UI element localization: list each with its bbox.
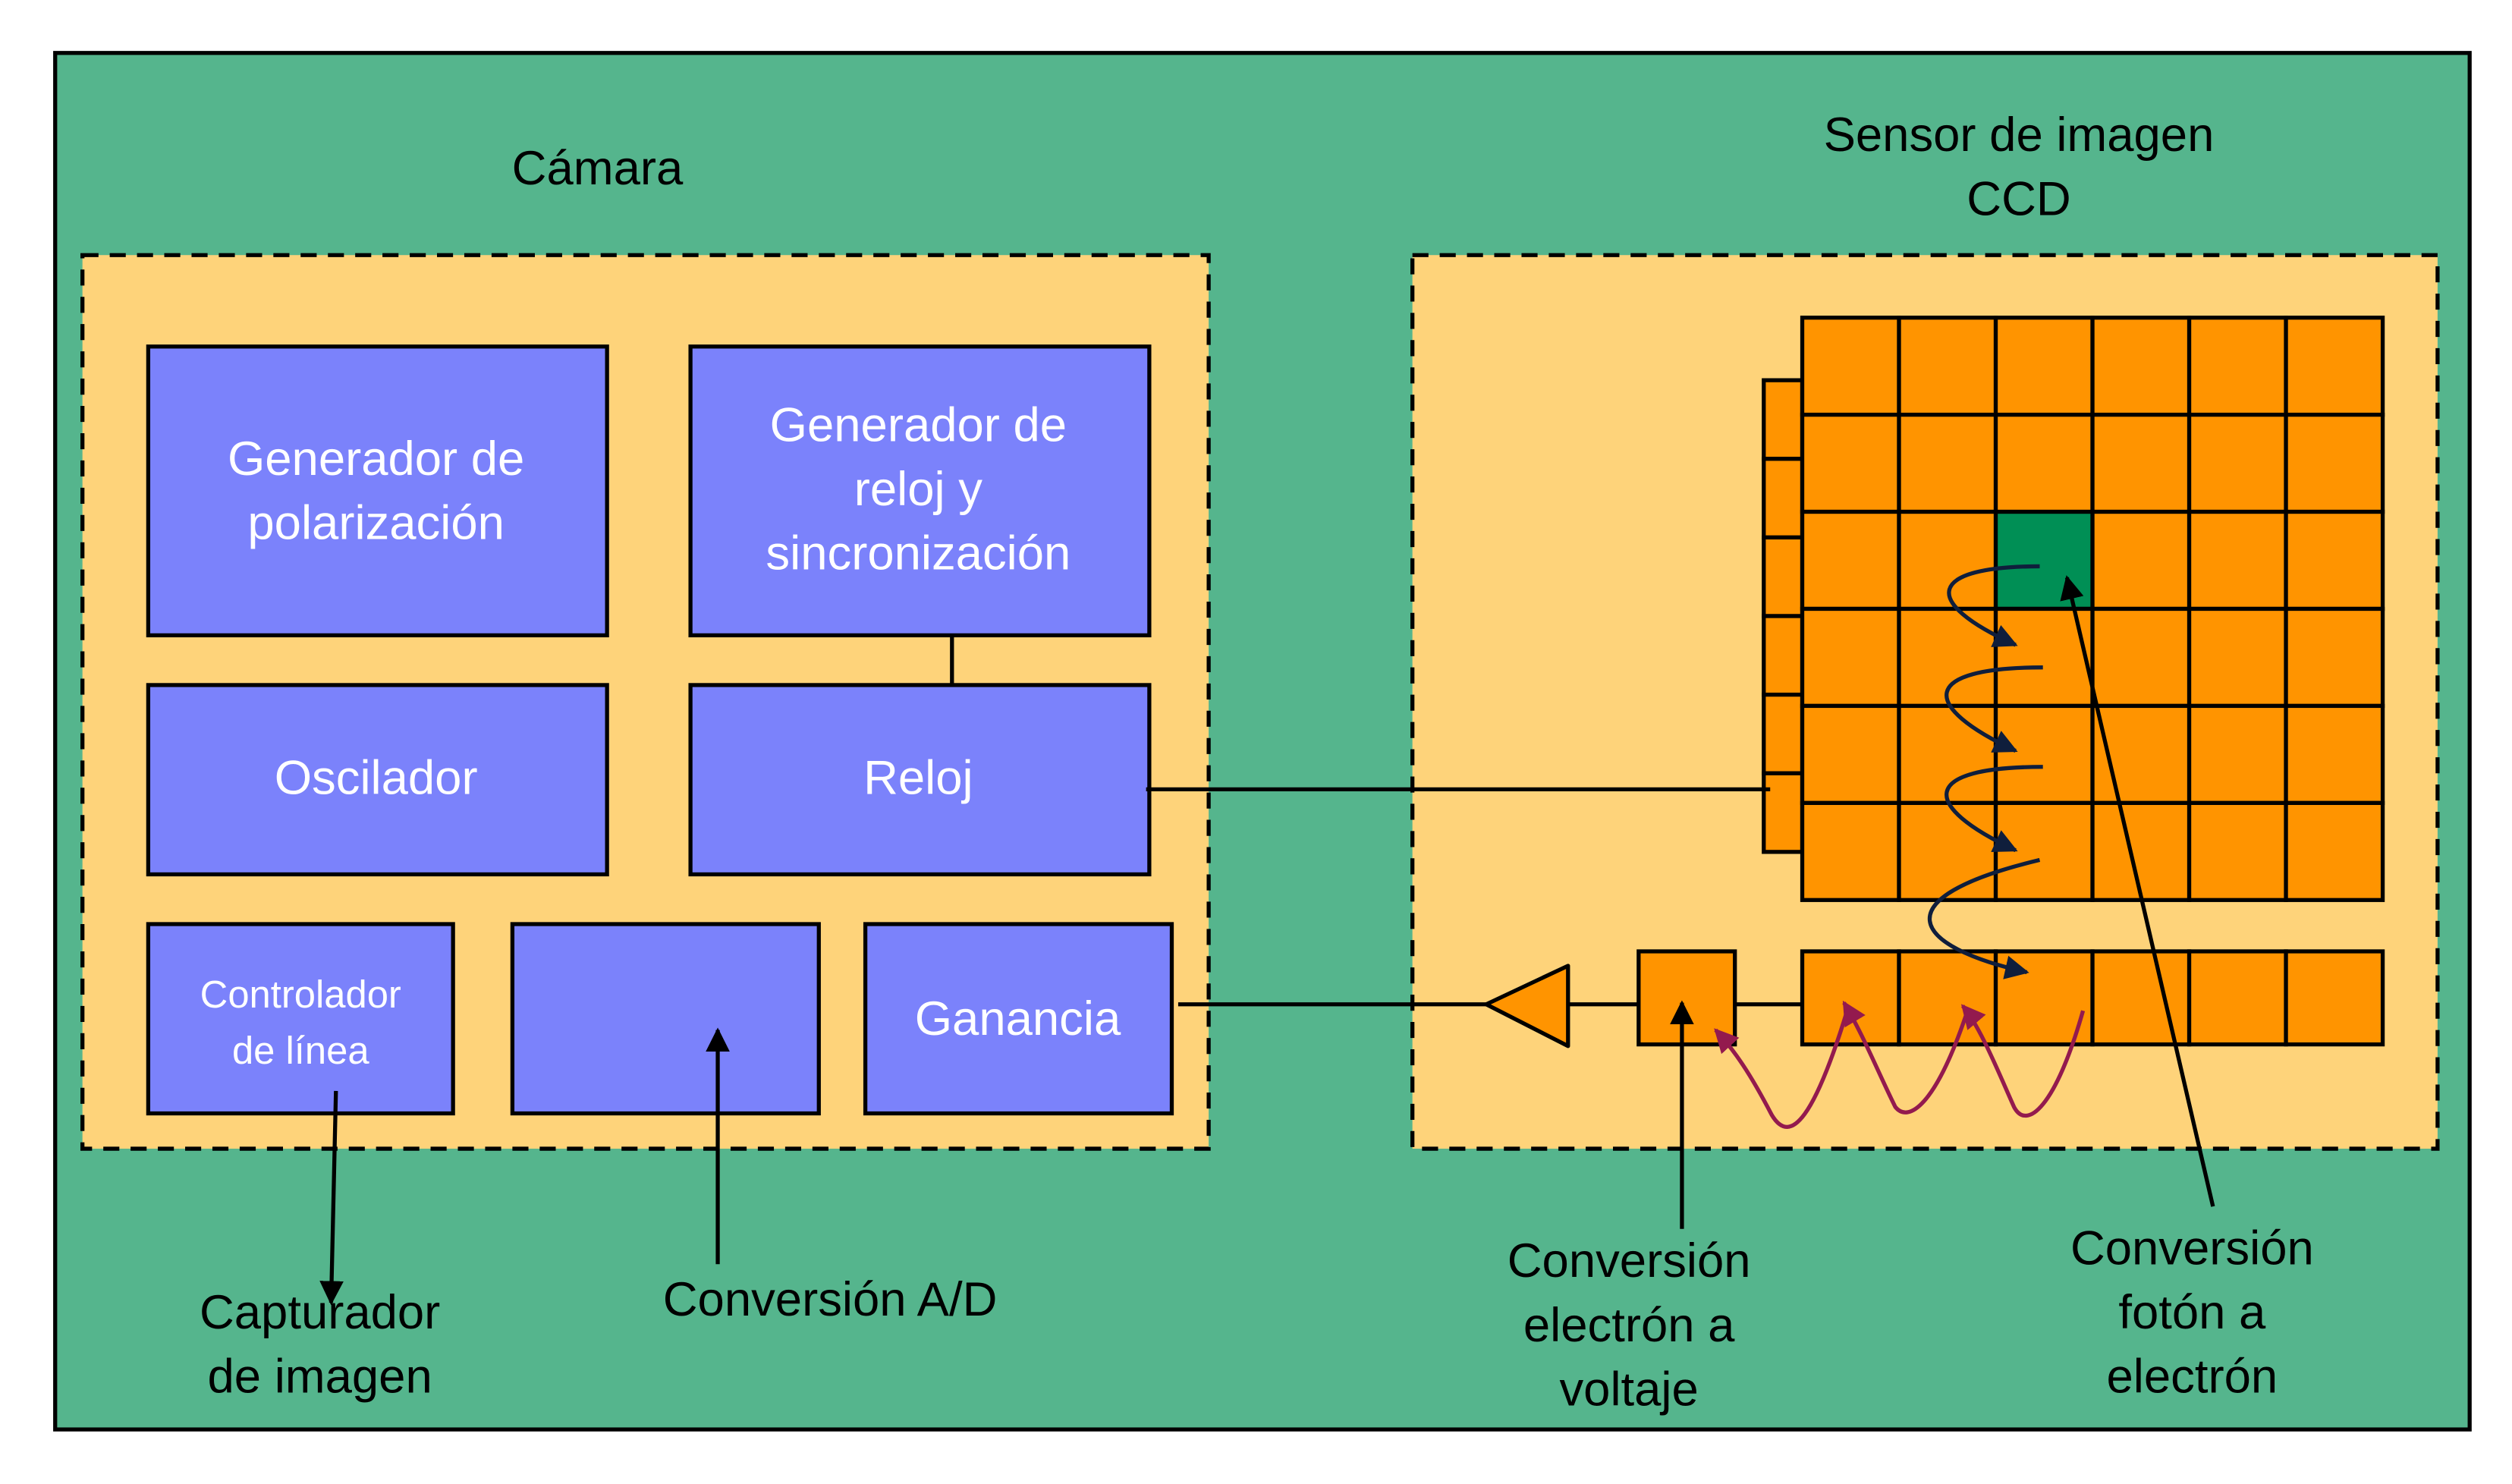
ccd-pixel bbox=[2090, 509, 2192, 612]
ccd-pixel bbox=[2187, 509, 2288, 612]
ccd-pixel bbox=[2187, 412, 2288, 514]
register-cell bbox=[2090, 949, 2192, 1047]
ccd-pixel bbox=[2284, 509, 2385, 612]
register-cell bbox=[2187, 949, 2288, 1047]
line-controller-label-2: de línea bbox=[232, 1029, 369, 1072]
electron-voltage-label-3: voltaje bbox=[1559, 1363, 1698, 1416]
ccd-pixel bbox=[1993, 703, 2095, 805]
ccd-pixel bbox=[1993, 412, 2095, 514]
electron-voltage-label-1: Conversión bbox=[1508, 1234, 1751, 1287]
charge-arrow-3 bbox=[1945, 765, 2043, 853]
transfer-arrow-1 bbox=[1960, 1004, 2086, 1118]
line-controller-label-1: Controlador bbox=[200, 973, 401, 1016]
register-cell bbox=[2284, 949, 2385, 1047]
clock-electrode bbox=[1762, 535, 1805, 618]
ccd-pixel bbox=[2187, 316, 2288, 417]
charge-arrow-4 bbox=[1927, 857, 2041, 979]
ccd-pixel-array bbox=[1800, 316, 2385, 902]
ccd-pixel bbox=[2090, 606, 2192, 709]
frame-grabber-label-1: Capturador bbox=[200, 1286, 440, 1339]
horizontal-charge-transfer-arrows bbox=[1714, 1000, 2086, 1129]
ccd-pixel bbox=[1800, 509, 1901, 612]
frame-grabber-label-2: de imagen bbox=[208, 1350, 432, 1403]
bias-generator-block: Generador de polarización bbox=[146, 344, 609, 638]
photon-electron-pointer-arrow bbox=[2060, 575, 2215, 1207]
ccd-pixel bbox=[2187, 703, 2288, 805]
ccd-pixel bbox=[2187, 800, 2288, 902]
clock-block: Reloj bbox=[688, 683, 1152, 877]
amplifier-triangle bbox=[1484, 964, 1570, 1049]
charge-arrow-1 bbox=[1947, 564, 2040, 647]
clock-electrode bbox=[1762, 457, 1805, 540]
line-controller-to-frame-grabber-arrow bbox=[319, 1090, 344, 1306]
ccd-pixel bbox=[1897, 800, 1998, 902]
clock-gen-label-3: sincronización bbox=[766, 527, 1071, 580]
ccd-pixel bbox=[2284, 800, 2385, 902]
output-node bbox=[1636, 949, 1737, 1047]
clock-electrode-strip bbox=[1762, 378, 1805, 854]
transfer-arrow-2 bbox=[1842, 1000, 1970, 1115]
clock-sync-generator-block: Generador de reloj y sincronización bbox=[688, 344, 1152, 638]
gain-label: Ganancia bbox=[915, 992, 1121, 1045]
ccd-pixel bbox=[1800, 800, 1901, 902]
bias-generator-label-2: polarización bbox=[247, 497, 504, 550]
gain-block: Ganancia bbox=[863, 922, 1174, 1116]
ccd-pixel bbox=[1800, 606, 1901, 709]
ccd-pixel bbox=[2284, 412, 2385, 514]
ccd-pixel bbox=[2284, 316, 2385, 417]
adc-block bbox=[510, 922, 821, 1116]
clock-label: Reloj bbox=[863, 752, 973, 805]
sensor-title-2: CCD bbox=[1967, 172, 2070, 225]
charge-arrow-2 bbox=[1945, 665, 2043, 753]
oscillator-label: Oscilador bbox=[275, 752, 478, 805]
vertical-charge-transfer-arrows bbox=[1927, 564, 2043, 979]
clock-electrode bbox=[1762, 692, 1805, 775]
line-controller-block: Controlador de línea bbox=[146, 922, 455, 1116]
ad-conversion-label: Conversión A/D bbox=[663, 1273, 998, 1326]
clock-gen-label-1: Generador de bbox=[770, 399, 1067, 452]
oscillator-block: Oscilador bbox=[146, 683, 609, 877]
ccd-pixel-highlighted bbox=[1993, 509, 2095, 612]
ccd-pixel bbox=[2090, 316, 2192, 417]
ccd-pixel bbox=[2284, 606, 2385, 709]
register-cell bbox=[1897, 949, 1998, 1047]
ccd-pixel bbox=[1800, 316, 1901, 417]
ccd-pixel bbox=[1897, 412, 1998, 514]
bias-generator-label-1: Generador de bbox=[228, 432, 524, 486]
ccd-pixel bbox=[2187, 606, 2288, 709]
clock-electrode bbox=[1762, 771, 1805, 854]
ccd-pixel bbox=[1800, 412, 1901, 514]
register-cell bbox=[1800, 949, 1901, 1047]
ccd-pixel bbox=[1800, 703, 1901, 805]
photon-electron-label-1: Conversión bbox=[2070, 1221, 2314, 1275]
ccd-pixel bbox=[1993, 316, 2095, 417]
ccd-pixel bbox=[1897, 316, 1998, 417]
clock-gen-label-2: reloj y bbox=[854, 463, 982, 516]
photon-electron-label-3: electrón bbox=[2107, 1350, 2278, 1403]
sensor-title-1: Sensor de imagen bbox=[1824, 108, 2215, 162]
electron-voltage-label-2: electrón a bbox=[1523, 1299, 1735, 1352]
clock-electrode bbox=[1762, 614, 1805, 697]
clock-electrode bbox=[1762, 378, 1805, 461]
transfer-arrow-3 bbox=[1714, 1010, 1850, 1129]
camera-title: Cámara bbox=[512, 142, 684, 195]
ccd-pixel bbox=[2090, 412, 2192, 514]
ccd-pixel bbox=[1993, 800, 2095, 902]
photon-electron-label-2: fotón a bbox=[2118, 1286, 2266, 1339]
ccd-pixel bbox=[2284, 703, 2385, 805]
horizontal-shift-register bbox=[1800, 949, 2385, 1047]
ccd-pixel bbox=[2090, 800, 2192, 902]
